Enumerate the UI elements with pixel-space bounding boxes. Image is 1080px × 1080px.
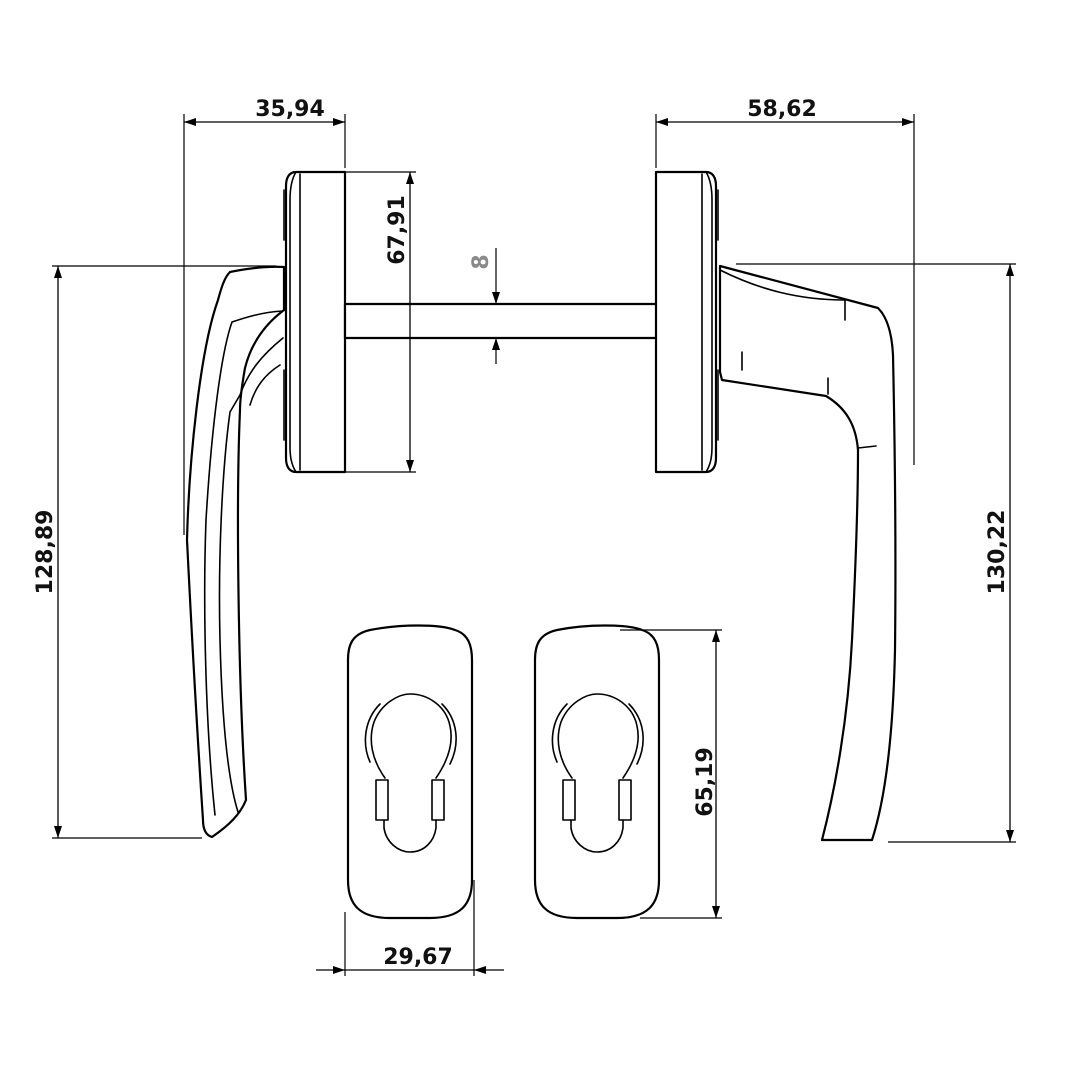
label-67-91: 67,91 — [385, 195, 410, 265]
label-8: 8 — [469, 254, 494, 269]
right-handle — [718, 264, 897, 842]
dimension-right-handle-height: 130,22 — [736, 263, 1016, 843]
dimension-lever-left-width: 35,94 — [183, 97, 346, 535]
dimension-escutcheon-height: 65,19 — [620, 629, 722, 919]
dimension-lever-right-width: 58,62 — [655, 97, 915, 465]
escutcheon-right — [533, 624, 661, 920]
label-29-67: 29,67 — [383, 945, 453, 970]
spindle — [343, 302, 659, 340]
dimension-rose-height: 67,91 — [345, 171, 416, 473]
label-65-19: 65,19 — [693, 747, 718, 817]
escutcheon-left — [346, 624, 474, 920]
dimension-left-handle-height: 128,89 — [33, 265, 276, 839]
label-130-22: 130,22 — [985, 510, 1010, 595]
right-rose — [654, 170, 719, 474]
label-35-94: 35,94 — [255, 97, 325, 122]
left-handle — [185, 265, 286, 839]
label-128-89: 128,89 — [33, 510, 58, 595]
left-rose — [283, 170, 347, 474]
label-58-62: 58,62 — [747, 97, 817, 122]
dimension-escutcheon-width: 29,67 — [316, 880, 504, 976]
dimension-spindle: 8 — [469, 248, 500, 364]
